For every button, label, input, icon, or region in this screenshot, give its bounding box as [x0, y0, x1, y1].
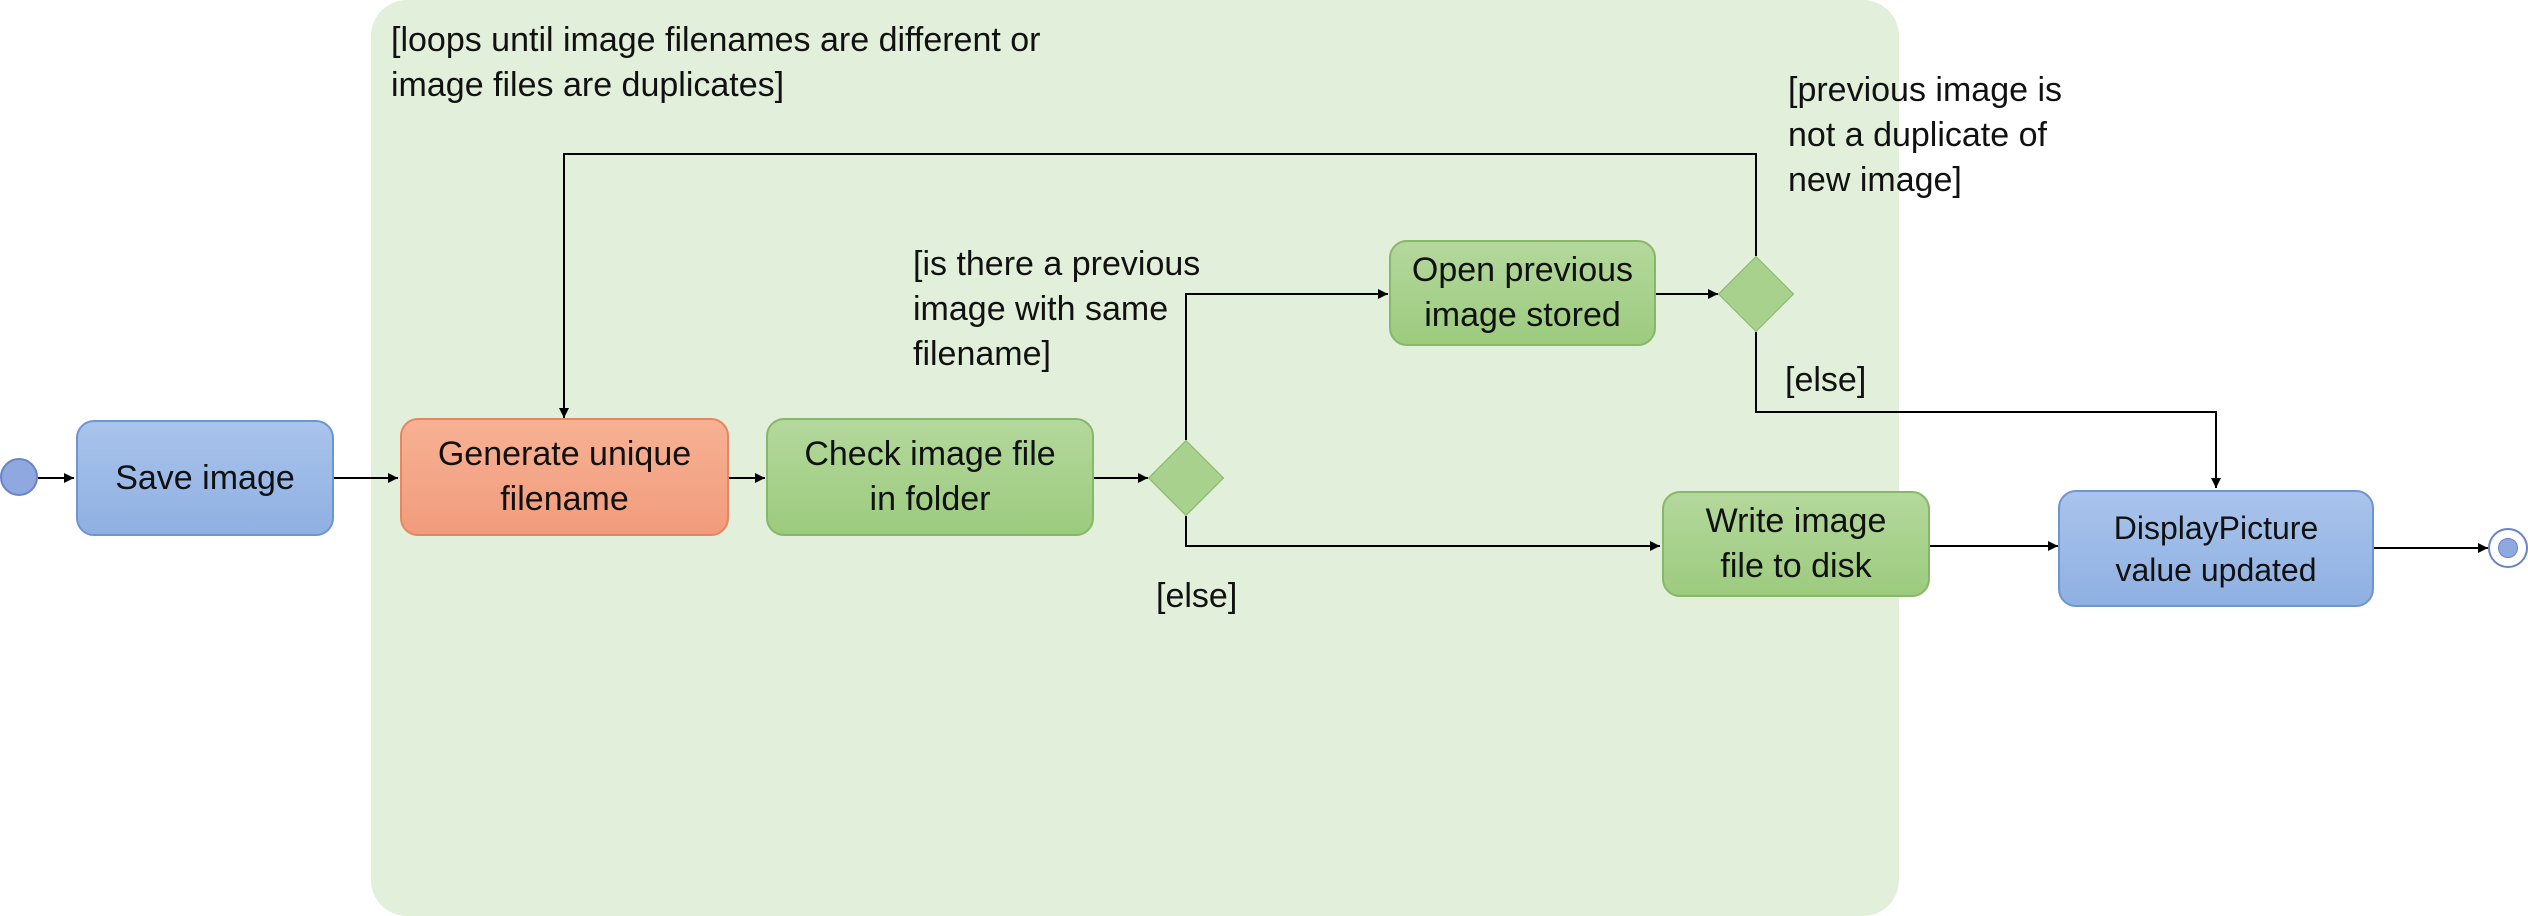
guard-not-duplicate: [previous image is not a duplicate of ne…: [1788, 71, 2063, 199]
guard-previous-exists: [is there a previous image with same fil…: [913, 245, 1201, 373]
edge-decision-else-to-write: [1185, 516, 1660, 551]
save-image-node: Save image: [76, 420, 334, 536]
guard-else-lower: [else]: [1156, 577, 1238, 615]
display-picture-node: DisplayPicture value updated: [2058, 490, 2374, 607]
final-node: [2488, 528, 2528, 568]
generate-filename-node: Generate unique filename: [400, 418, 729, 536]
edge-decision-to-open: [1185, 289, 1388, 440]
write-file-node: Write image file to disk: [1662, 491, 1930, 597]
edge-decision-else-to-display: [1755, 332, 2221, 488]
edge-loop-back: [559, 153, 1757, 418]
loop-condition-label: [loops until image filenames are differe…: [391, 21, 1041, 104]
guard-else-upper: [else]: [1785, 361, 1867, 399]
check-file-node: Check image file in folder: [766, 418, 1094, 536]
open-previous-node: Open previous image stored: [1389, 240, 1656, 346]
final-node-core: [2498, 538, 2518, 558]
initial-node: [0, 458, 38, 496]
